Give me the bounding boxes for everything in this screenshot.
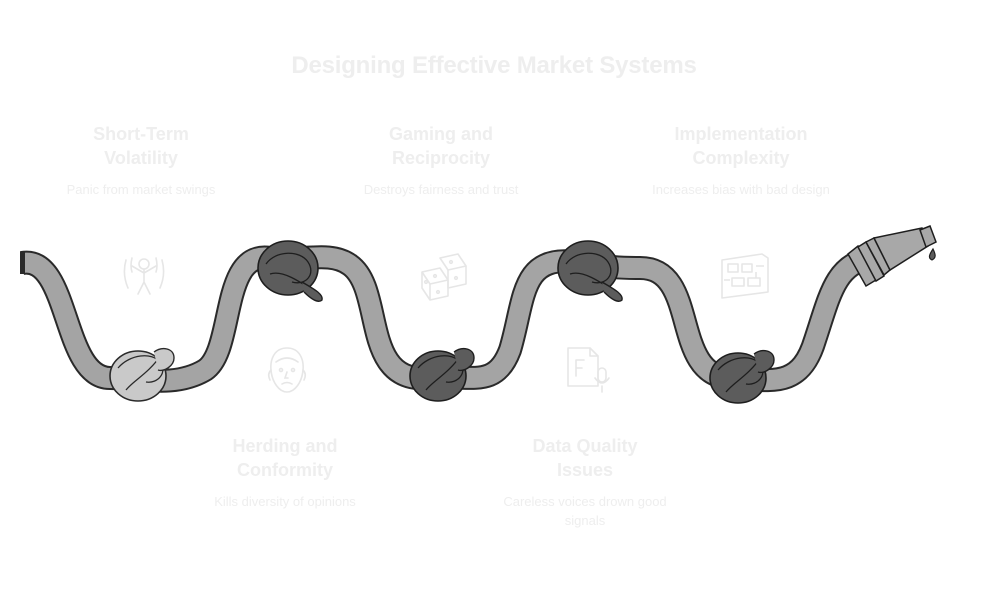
panic-figure-icon [123, 257, 165, 295]
dice-icon [421, 253, 467, 301]
label-description: Panic from market swings [66, 182, 216, 197]
hose-nozzle [847, 225, 937, 288]
knot-1 [109, 347, 175, 402]
knot-2 [257, 240, 323, 302]
face-icon [267, 347, 307, 393]
audio-file-icon [567, 347, 610, 393]
diagram-title: Designing Effective Market Systems [291, 52, 697, 79]
label-description: Careless voices drown good signals [503, 494, 667, 528]
label-description: Destroys fairness and trust [363, 182, 519, 197]
circuit-board-icon [721, 253, 769, 299]
knot-3 [409, 347, 475, 402]
label-description: Kills diversity of opinions [214, 494, 356, 509]
label-description: Increases bias with bad design [652, 182, 830, 197]
knot-4 [557, 240, 623, 302]
knot-5 [709, 349, 775, 404]
